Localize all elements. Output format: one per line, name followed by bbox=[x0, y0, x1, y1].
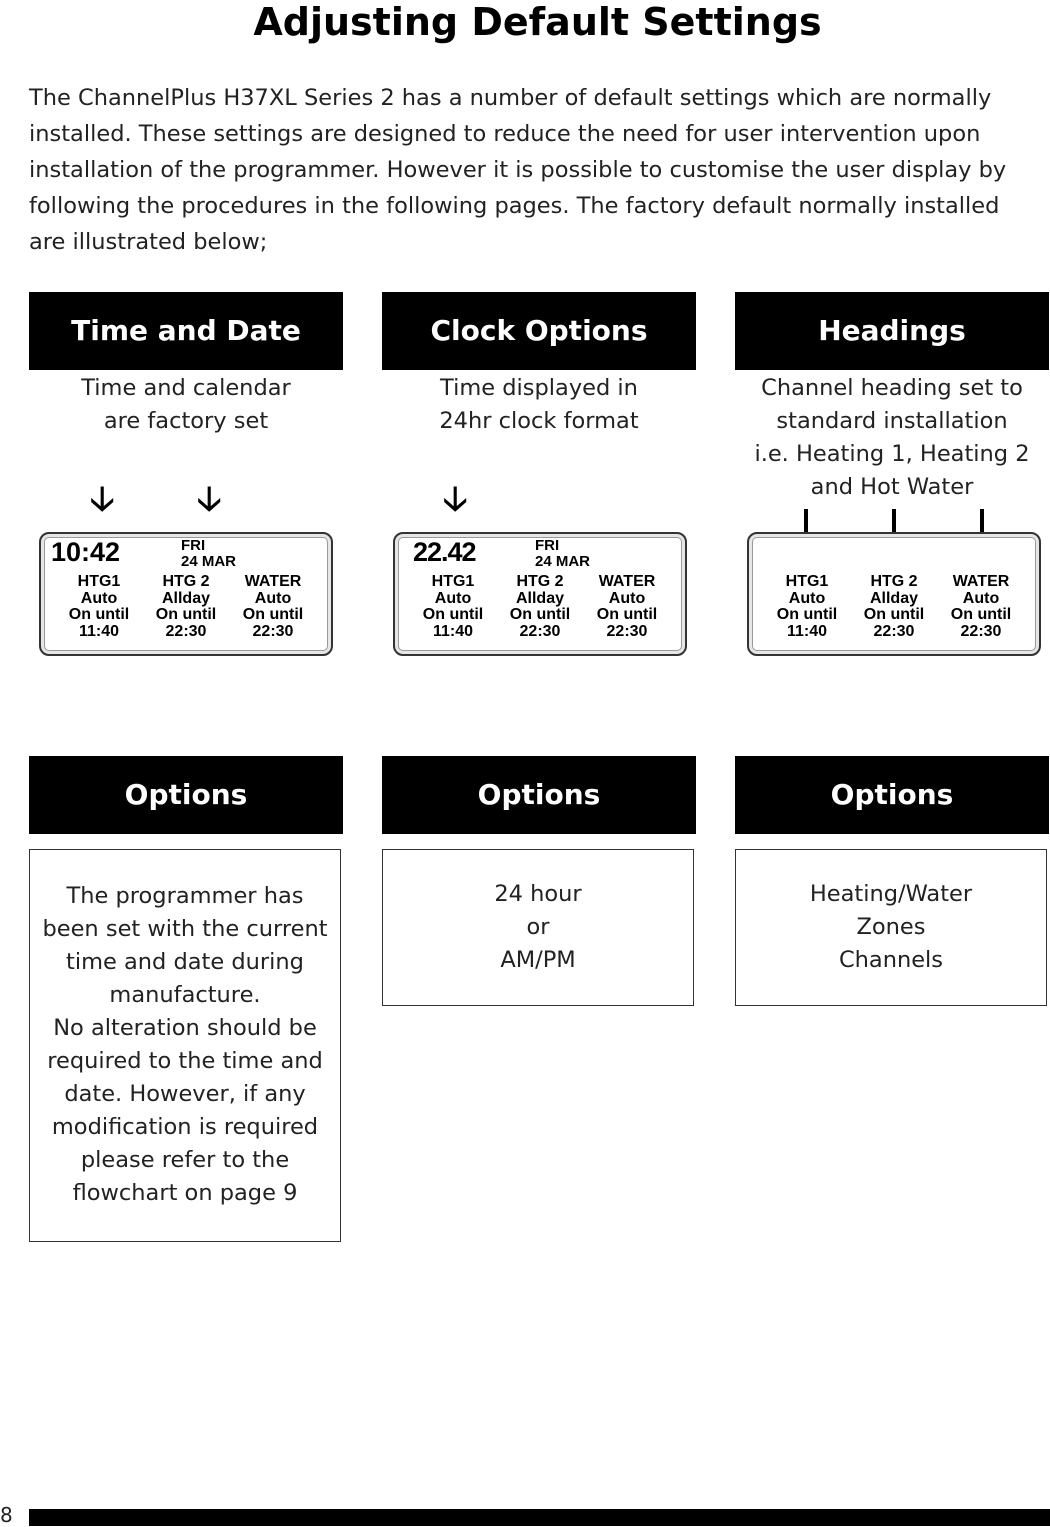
down-arrow-icon: 🡣 bbox=[90, 479, 115, 519]
intro-paragraph: The ChannelPlus H37XL Series 2 has a num… bbox=[29, 85, 1007, 255]
section-header: Headings bbox=[735, 292, 1049, 370]
options-box: 24 hour or AM/PM bbox=[382, 849, 694, 1006]
channel-htg1: HTG1 Auto On until 11:40 bbox=[776, 573, 838, 640]
channel-water: WATER Auto On until 22:30 bbox=[242, 573, 304, 640]
section-header: Clock Options bbox=[382, 292, 696, 370]
down-arrow-icon: 🡣 bbox=[443, 479, 468, 519]
options-header: Options bbox=[382, 756, 696, 834]
section-description: Channel heading set to standard installa… bbox=[754, 375, 1030, 500]
channel-htg1: HTG1 Auto On until 11:40 bbox=[422, 573, 484, 640]
section-description: Time and calendar are factory set bbox=[81, 375, 291, 434]
channel-htg2: HTG 2 Allday On until 22:30 bbox=[863, 573, 925, 640]
options-box: The programmer has been set with the cur… bbox=[29, 849, 341, 1242]
channel-water: WATER Auto On until 22:30 bbox=[950, 573, 1012, 640]
options-header: Options bbox=[29, 756, 343, 834]
channel-htg1: HTG1 Auto On until 11:40 bbox=[68, 573, 130, 640]
display-time: 22.42 bbox=[413, 537, 477, 567]
options-box: Heating/Water Zones Channels bbox=[735, 849, 1047, 1006]
page-number: 8 bbox=[0, 1503, 13, 1527]
footer-bar bbox=[29, 1509, 1050, 1526]
channel-htg2: HTG 2 Allday On until 22:30 bbox=[155, 573, 217, 640]
display-date: FRI 24 MAR bbox=[535, 537, 591, 570]
lcd-display: HTG1 Auto On until 11:40 HTG 2 Allday On… bbox=[747, 532, 1041, 656]
page-title: Adjusting Default Settings bbox=[253, 0, 822, 44]
options-header: Options bbox=[735, 756, 1049, 834]
channel-water: WATER Auto On until 22:30 bbox=[596, 573, 658, 640]
lcd-display: 10:42 FRI 24 MAR HTG1 Auto On until 11:4… bbox=[39, 532, 333, 656]
section-description: Time displayed in 24hr clock format bbox=[439, 375, 639, 434]
lcd-display: 22.42 FRI 24 MAR HTG1 Auto On until 11:4… bbox=[393, 532, 687, 656]
down-arrow-icon: 🡣 bbox=[197, 479, 222, 519]
section-header: Time and Date bbox=[29, 292, 343, 370]
channel-htg2: HTG 2 Allday On until 22:30 bbox=[509, 573, 571, 640]
display-time: 10:42 bbox=[51, 537, 121, 567]
display-date: FRI 24 MAR bbox=[181, 537, 237, 570]
